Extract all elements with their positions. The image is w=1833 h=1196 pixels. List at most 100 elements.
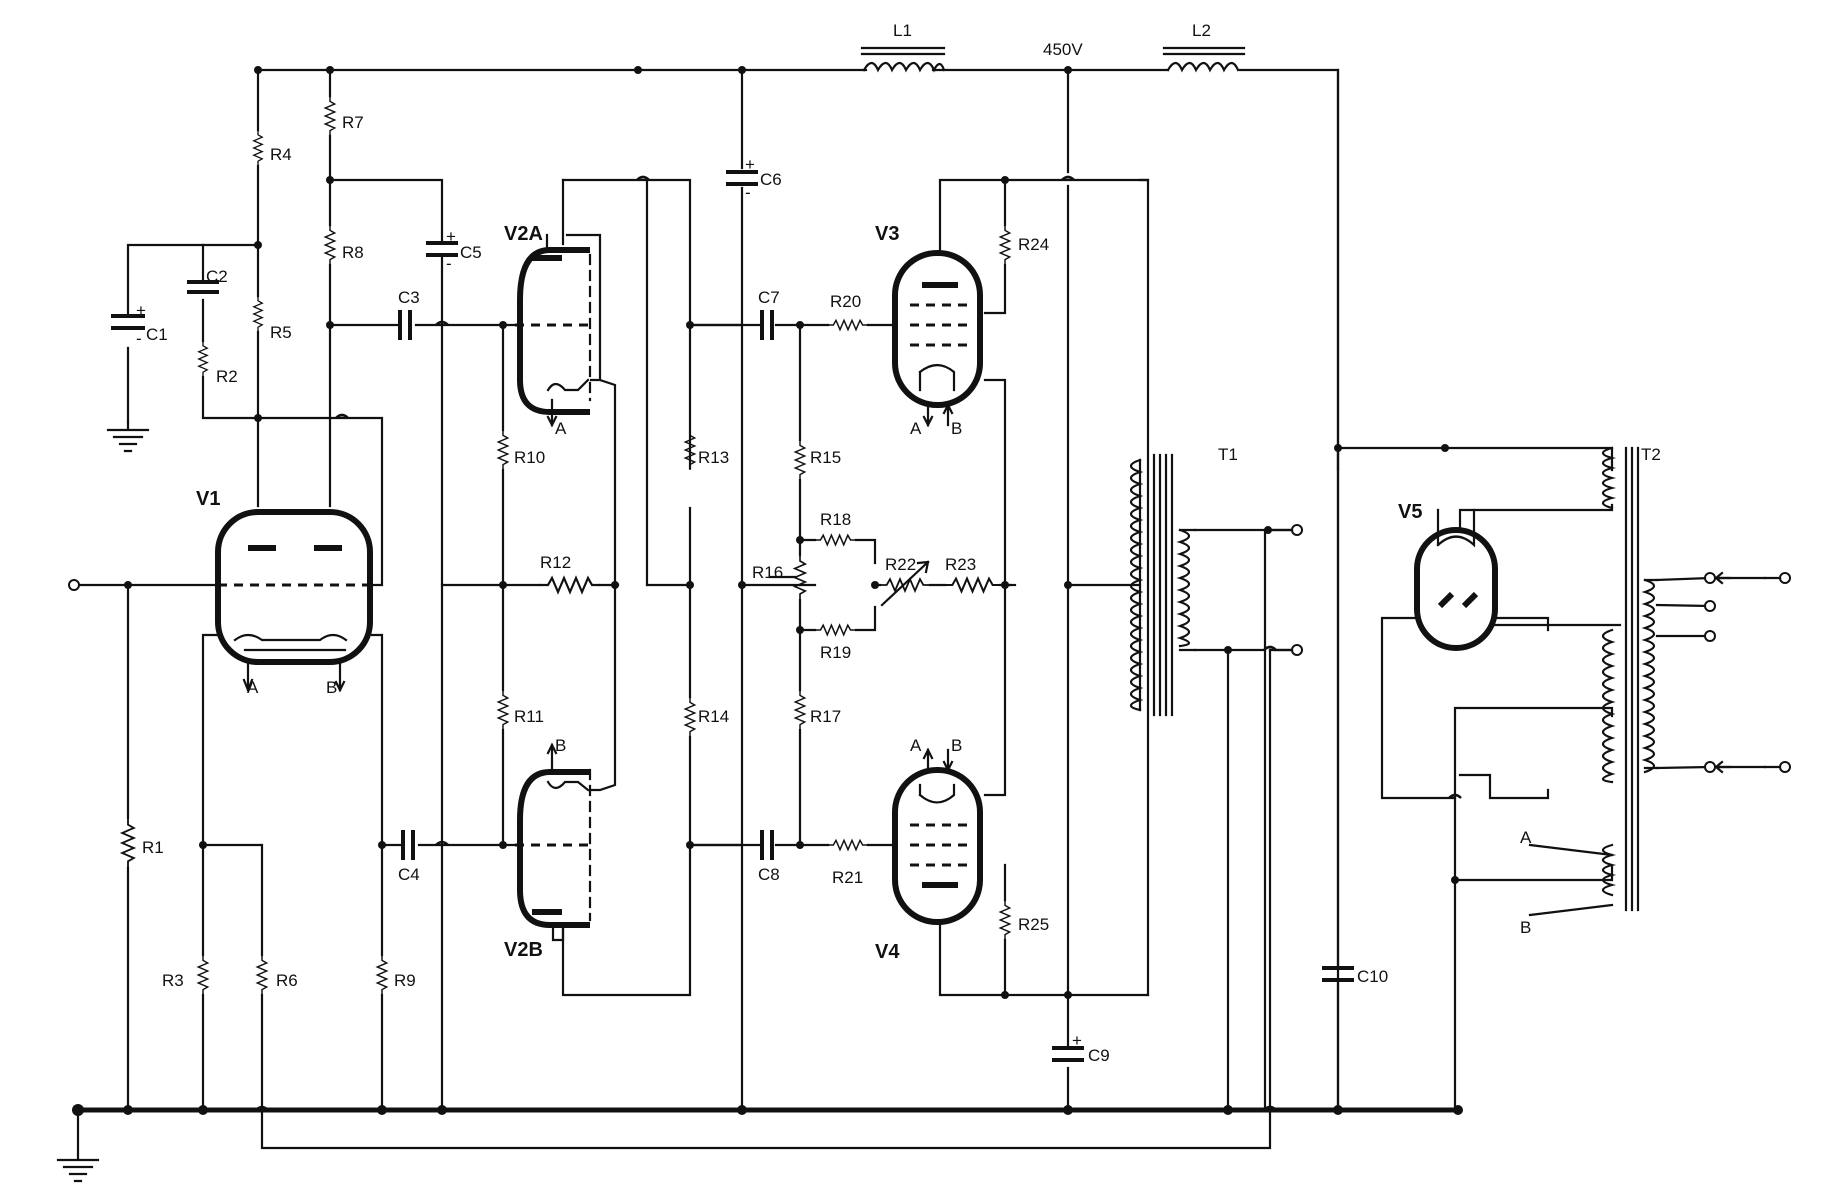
valve-v2a [515, 233, 592, 428]
polarity-plus-c5: + [446, 227, 456, 246]
resistor-r9 [376, 953, 388, 997]
heater-label-t2-a: A [1520, 828, 1532, 847]
label-r13: R13 [698, 448, 729, 467]
polarity-plus-c6: + [745, 155, 755, 174]
resistor-r7 [324, 94, 336, 138]
label-r20: R20 [830, 292, 861, 311]
resistor-r12 [538, 576, 602, 594]
output-terminal-1 [1291, 524, 1303, 536]
heater-label-v1-a: A [247, 678, 259, 697]
label-r22: R22 [885, 555, 916, 574]
heater-label-v3-b: B [951, 419, 962, 438]
mains-terminal-1 [1779, 572, 1791, 584]
valve-v1 [215, 509, 373, 693]
label-r15: R15 [810, 448, 841, 467]
resistor-r1 [121, 816, 135, 870]
valve-v4 [892, 747, 983, 925]
label-c6: C6 [760, 170, 782, 189]
resistor-r24 [999, 223, 1011, 267]
b-plus-rail [256, 68, 1340, 1110]
wiring [76, 68, 1767, 1150]
resistor-r21 [826, 839, 870, 851]
polarity-minus-c6: - [745, 183, 751, 202]
label-r3: R3 [162, 971, 184, 990]
capacitor-c5 [426, 241, 458, 257]
label-r16: R16 [752, 563, 783, 582]
polarity-plus-c1: + [136, 301, 146, 320]
resistor-r25 [999, 898, 1011, 942]
label-c2: C2 [206, 267, 228, 286]
resistor-r15 [794, 438, 806, 482]
resistor-r3 [197, 953, 209, 997]
polarity-minus-c1: - [136, 329, 142, 348]
resistor-r23 [943, 577, 1002, 593]
inductor-l1 [860, 46, 946, 73]
heater-label-v1-b: B [326, 678, 337, 697]
label-c7: C7 [758, 288, 780, 307]
resistor-r5 [252, 294, 264, 334]
capacitor-c2 [187, 280, 219, 294]
junction-dots [72, 66, 1463, 1116]
heater-label-t2-b: B [1520, 918, 1531, 937]
capacitor-c8 [760, 830, 774, 860]
label-c4: C4 [398, 865, 420, 884]
label-c3: C3 [398, 288, 420, 307]
label-r19: R19 [820, 643, 851, 662]
label-v2a: V2A [504, 223, 543, 245]
capacitor-c7 [760, 310, 774, 340]
valve-v2b [515, 742, 592, 942]
selector-arrow-icon [1714, 571, 1732, 774]
label-r7: R7 [342, 113, 364, 132]
heater-label-v4-a: A [910, 736, 922, 755]
capacitor-c1 [111, 314, 145, 330]
resistor-r17 [794, 688, 806, 732]
label-l2: L2 [1192, 21, 1211, 40]
resistor-r2 [197, 339, 209, 379]
label-r4: R4 [270, 145, 292, 164]
label-v2b: V2B [504, 939, 543, 961]
label-c10: C10 [1357, 967, 1388, 986]
resistor-r16 [793, 553, 807, 602]
heater-label-v2b-b: B [555, 736, 566, 755]
label-r1: R1 [142, 838, 164, 857]
label-r11: R11 [514, 707, 544, 726]
label-r2: R2 [216, 367, 238, 386]
label-c9: C9 [1088, 1046, 1110, 1065]
valve-v3 [892, 250, 983, 428]
polarity-minus-c5: - [446, 254, 452, 273]
polarity-plus-c9: + [1072, 1031, 1082, 1050]
valve-v5 [1414, 508, 1498, 651]
rail-voltage-label: 450V [1043, 40, 1083, 59]
mains-tap-4 [1704, 761, 1716, 773]
resistor-r14 [684, 695, 696, 739]
label-v1: V1 [196, 488, 220, 510]
label-r9: R9 [394, 971, 416, 990]
label-r21: R21 [832, 868, 863, 887]
mains-tap-3 [1704, 630, 1716, 642]
label-r8: R8 [342, 243, 364, 262]
resistor-r10 [497, 428, 509, 472]
variable-arrow-icon [880, 560, 930, 607]
label-t2: T2 [1641, 445, 1661, 464]
wire-crossovers [255, 175, 1462, 1111]
transformer-t2 [1601, 446, 1659, 912]
resistor-r19 [813, 624, 858, 636]
label-v5: V5 [1398, 501, 1422, 523]
resistor-r4 [252, 128, 264, 168]
label-r14: R14 [698, 707, 729, 726]
label-r12: R12 [540, 553, 571, 572]
label-v3: V3 [875, 223, 899, 245]
input-terminal [68, 579, 80, 591]
output-terminal-2 [1291, 644, 1303, 656]
mains-tap-1 [1704, 572, 1716, 584]
label-t1: T1 [1218, 445, 1238, 464]
label-v4: V4 [875, 941, 900, 963]
capacitor-c6 [726, 170, 758, 186]
resistor-r20 [826, 319, 870, 331]
label-r5: R5 [270, 323, 292, 342]
label-c5: C5 [460, 243, 482, 262]
label-r18: R18 [820, 510, 851, 529]
label-r25: R25 [1018, 915, 1049, 934]
capacitor-c3 [398, 310, 412, 340]
